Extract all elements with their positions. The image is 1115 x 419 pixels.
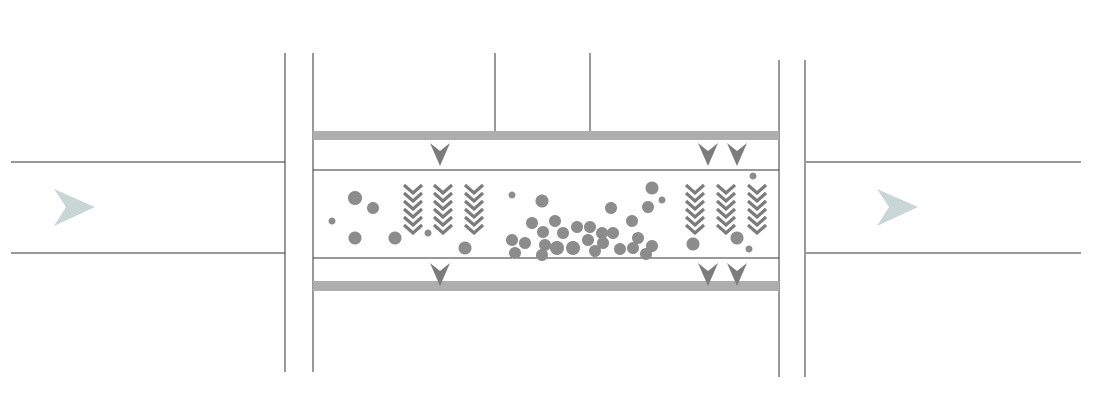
chevron-stack-icon [402,183,424,236]
chevron-icon [746,191,768,204]
chevron-icon [463,207,485,220]
arrow-down-icon [727,263,747,286]
chevron-icon [463,191,485,204]
chevron-icon [746,215,768,228]
arrow-down-icon [698,143,718,166]
pipe-lines [11,53,1081,377]
chevron-icon [402,223,424,236]
chevron-icon [715,207,737,220]
chevron-icon [402,215,424,228]
chevron-icon [684,183,706,196]
particles [328,172,757,261]
particle [526,217,538,229]
chevron-icon [432,215,454,228]
particle [596,227,608,239]
particle [730,231,744,245]
chevron-stacks [402,183,768,236]
chevron-icon [684,191,706,204]
particle [745,245,753,253]
chevron-icon [684,207,706,220]
chevron-icon [402,191,424,204]
particle [550,241,564,255]
chevron-stack-icon [432,183,454,236]
chevron-icon [463,183,485,196]
membrane-bottom [313,281,779,291]
chevron-icon [715,183,737,196]
particle [584,221,596,233]
particle [614,243,626,255]
particle [519,237,531,249]
particle [749,172,757,180]
particle [632,232,644,244]
particle [642,201,654,213]
chevron-icon [402,199,424,212]
chevron-icon [432,191,454,204]
arrow-down-icon [430,263,450,286]
particle [424,229,432,237]
particle [686,237,700,251]
particle [509,247,521,259]
particle [537,226,549,238]
chevron-icon [463,215,485,228]
chevron-icon [432,183,454,196]
particle [597,237,609,249]
chevron-icon [715,199,737,212]
flow-in-chevron-right-icon [54,189,95,226]
chevron-icon [432,199,454,212]
chevron-icon [684,223,706,236]
particle [348,191,362,205]
particle [645,181,659,195]
chevron-icon [746,223,768,236]
membrane-top [313,131,779,140]
flux-arrows [430,143,747,286]
particle [506,234,518,246]
particle [626,215,638,227]
chevron-stack-icon [715,183,737,236]
chevron-icon [684,199,706,212]
chevron-icon [715,223,737,236]
particle [571,221,583,233]
particle [458,241,472,255]
particle [658,196,666,204]
chevron-icon [463,223,485,236]
chevron-stack-icon [463,183,485,236]
particle [508,191,516,199]
particle [627,242,639,254]
particle [566,241,580,255]
particle [536,249,548,261]
particle [589,245,601,257]
particle [605,202,617,214]
chevron-icon [463,199,485,212]
chevron-icon [402,207,424,220]
particle [607,227,619,239]
particle [557,227,569,239]
chevron-icon [402,183,424,196]
chevron-icon [684,215,706,228]
particle [328,217,336,225]
chevron-icon [746,207,768,220]
arrow-down-icon [698,263,718,286]
chevron-icon [432,223,454,236]
chevron-icon [715,191,737,204]
chevron-icon [746,183,768,196]
chevron-icon [715,215,737,228]
particle [640,248,652,260]
particle [367,202,379,214]
particle [549,215,561,227]
arrow-down-icon [430,143,450,166]
particle [388,231,402,245]
chevron-icon [432,207,454,220]
particle [582,234,594,246]
chevron-icon [746,199,768,212]
particle [348,231,362,245]
chevron-stack-icon [746,183,768,236]
particle [535,194,549,208]
arrow-down-icon [727,143,747,166]
chevron-stack-icon [684,183,706,236]
particle [539,239,551,251]
flow-out-chevron-right-icon [877,189,918,226]
